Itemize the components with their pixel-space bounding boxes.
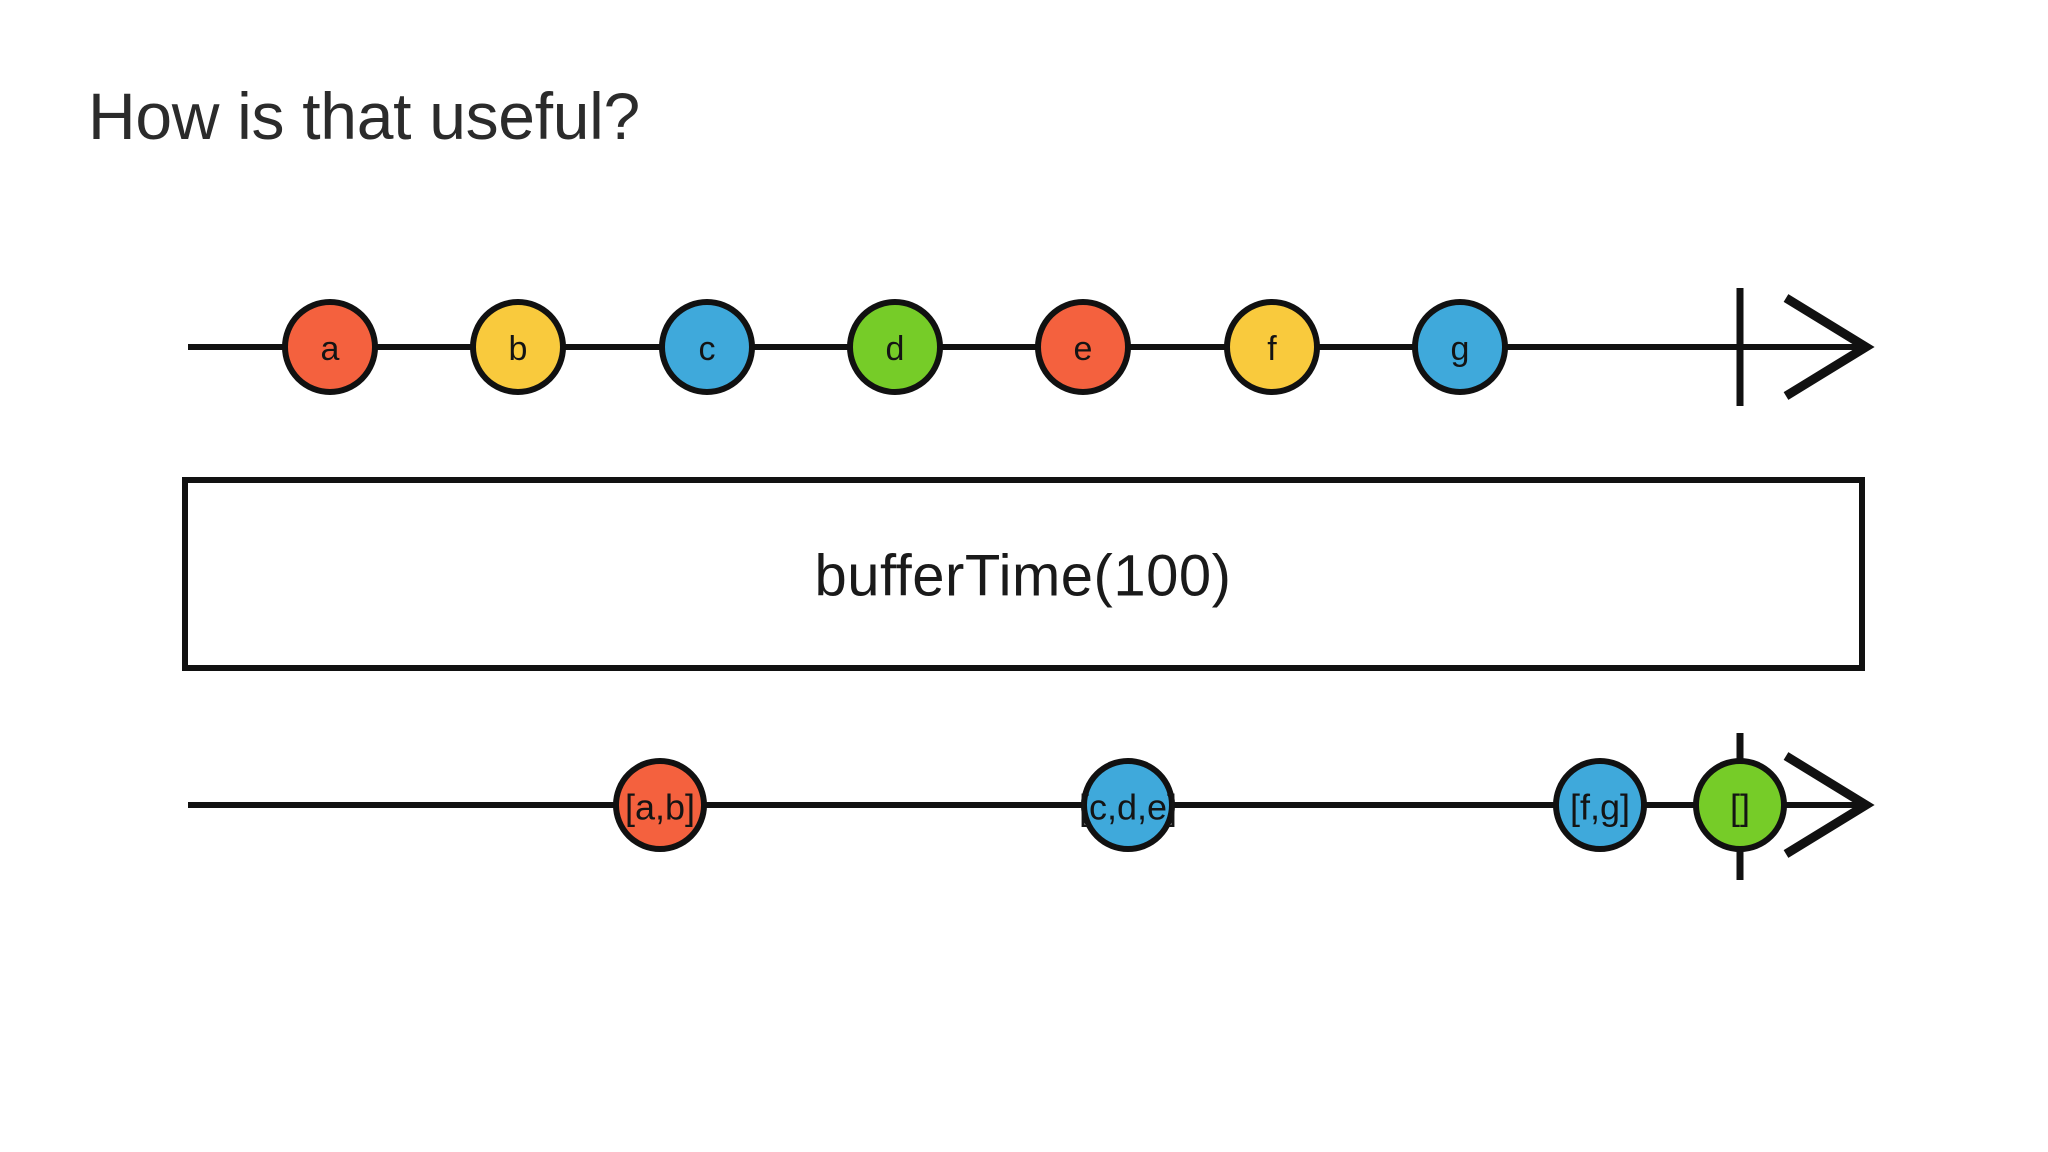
marble-label: c bbox=[699, 330, 716, 368]
input-marble-d[interactable]: d bbox=[847, 299, 943, 395]
input-marble-c[interactable]: c bbox=[659, 299, 755, 395]
marble-shape bbox=[1081, 758, 1175, 852]
input-marble-f[interactable]: f bbox=[1224, 299, 1320, 395]
marble-label: [c,d,e] bbox=[1079, 787, 1177, 828]
marble-shape bbox=[847, 299, 943, 395]
marble-label: a bbox=[321, 330, 340, 368]
output-marble-empty[interactable]: [] bbox=[1693, 758, 1787, 852]
input-arrow-head bbox=[1783, 294, 1875, 400]
marble-shape bbox=[1412, 299, 1508, 395]
marble-label: b bbox=[509, 330, 528, 368]
marble-label: e bbox=[1074, 330, 1093, 368]
output-timeline: [a,b] [c,d,e] [f,g] [] bbox=[188, 733, 1875, 880]
input-marble-a[interactable]: a bbox=[282, 299, 378, 395]
operator-label: bufferTime(100) bbox=[815, 544, 1232, 609]
page-title: How is that useful? bbox=[88, 79, 640, 153]
output-marble-fg[interactable]: [f,g] bbox=[1553, 758, 1647, 852]
marble-shape bbox=[659, 299, 755, 395]
marble-shape bbox=[1553, 758, 1647, 852]
input-marble-g[interactable]: g bbox=[1412, 299, 1508, 395]
marble-shape bbox=[1224, 299, 1320, 395]
marble-label: f bbox=[1267, 330, 1277, 368]
marble-label: g bbox=[1451, 330, 1470, 368]
output-marble-cde[interactable]: [c,d,e] bbox=[1079, 758, 1177, 852]
input-marble-b[interactable]: b bbox=[470, 299, 566, 395]
output-marble-ab[interactable]: [a,b] bbox=[613, 758, 707, 852]
marble-shape bbox=[1693, 758, 1787, 852]
marble-shape bbox=[613, 758, 707, 852]
input-marble-e[interactable]: e bbox=[1035, 299, 1131, 395]
marble-shape bbox=[470, 299, 566, 395]
marble-label: [a,b] bbox=[625, 787, 695, 828]
marble-label: d bbox=[886, 330, 905, 368]
output-arrow-head bbox=[1783, 752, 1875, 858]
marble-label: [] bbox=[1730, 787, 1750, 828]
marble-shape bbox=[1035, 299, 1131, 395]
marble-label: [f,g] bbox=[1570, 787, 1630, 828]
operator-box[interactable]: bufferTime(100) bbox=[182, 477, 1865, 671]
marble-shape bbox=[282, 299, 378, 395]
operator-box-shape bbox=[182, 477, 1865, 671]
input-timeline: a b c d e bbox=[188, 288, 1875, 406]
